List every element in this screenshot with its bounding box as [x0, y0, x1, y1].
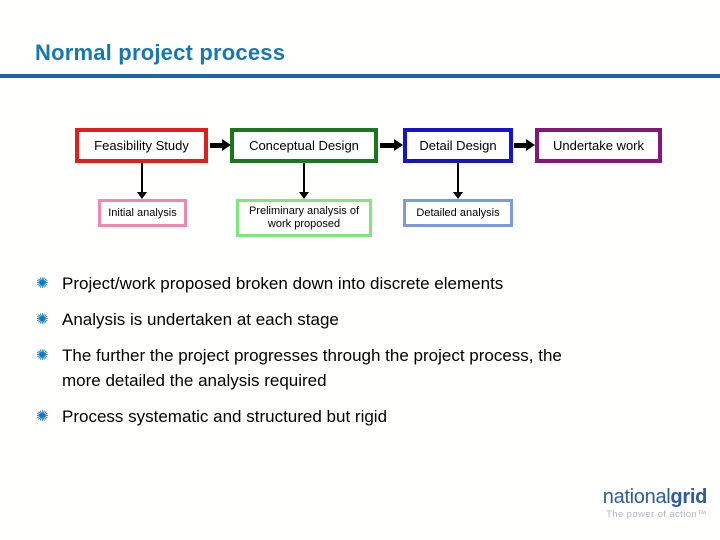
bullet-text: Process systematic and structured but ri… [62, 407, 388, 426]
bullet-text: The further the project progresses throu… [62, 346, 562, 390]
logo-word-grid: grid [670, 486, 707, 508]
bullet-item: ✺ Project/work proposed broken down into… [36, 271, 666, 296]
bullet-text: Analysis is undertaken at each stage [62, 310, 339, 329]
arrow-right-icon [210, 139, 231, 151]
starburst-bullet-icon: ✺ [36, 347, 49, 364]
analysis-box-preliminary: Preliminary analysis of work proposed [236, 199, 372, 237]
starburst-bullet-icon: ✺ [36, 311, 49, 328]
arrow-right-icon [514, 139, 535, 151]
logo-tagline: The power of action™ [606, 509, 707, 520]
analysis-box-detailed: Detailed analysis [403, 199, 513, 227]
title-divider [0, 74, 720, 78]
starburst-bullet-icon: ✺ [36, 275, 49, 292]
arrow-down-icon [299, 163, 309, 199]
bullet-item: ✺ Analysis is undertaken at each stage [36, 307, 666, 332]
logo-word-national: national [602, 486, 671, 508]
bullet-item: ✺ Process systematic and structured but … [36, 404, 666, 429]
nationalgrid-wordmark: nationalgrid [602, 486, 708, 508]
arrow-right-icon [380, 139, 403, 151]
page-title: Normal project process [35, 40, 286, 65]
bullet-item: ✺ The further the project progresses thr… [36, 343, 666, 393]
analysis-box-initial: Initial analysis [98, 199, 187, 227]
bullet-list: ✺ Project/work proposed broken down into… [36, 271, 666, 440]
bullet-text: Project/work proposed broken down into d… [62, 274, 504, 293]
arrow-down-icon [137, 163, 147, 199]
stage-box-feasibility-study: Feasibility Study [75, 128, 208, 163]
stage-box-conceptual-design: Conceptual Design [230, 128, 378, 163]
starburst-bullet-icon: ✺ [36, 408, 49, 425]
nationalgrid-logo: nationalgrid The power of action™ [602, 486, 708, 520]
stage-box-detail-design: Detail Design [403, 128, 513, 163]
arrow-down-icon [453, 163, 463, 199]
stage-box-undertake-work: Undertake work [535, 128, 662, 163]
